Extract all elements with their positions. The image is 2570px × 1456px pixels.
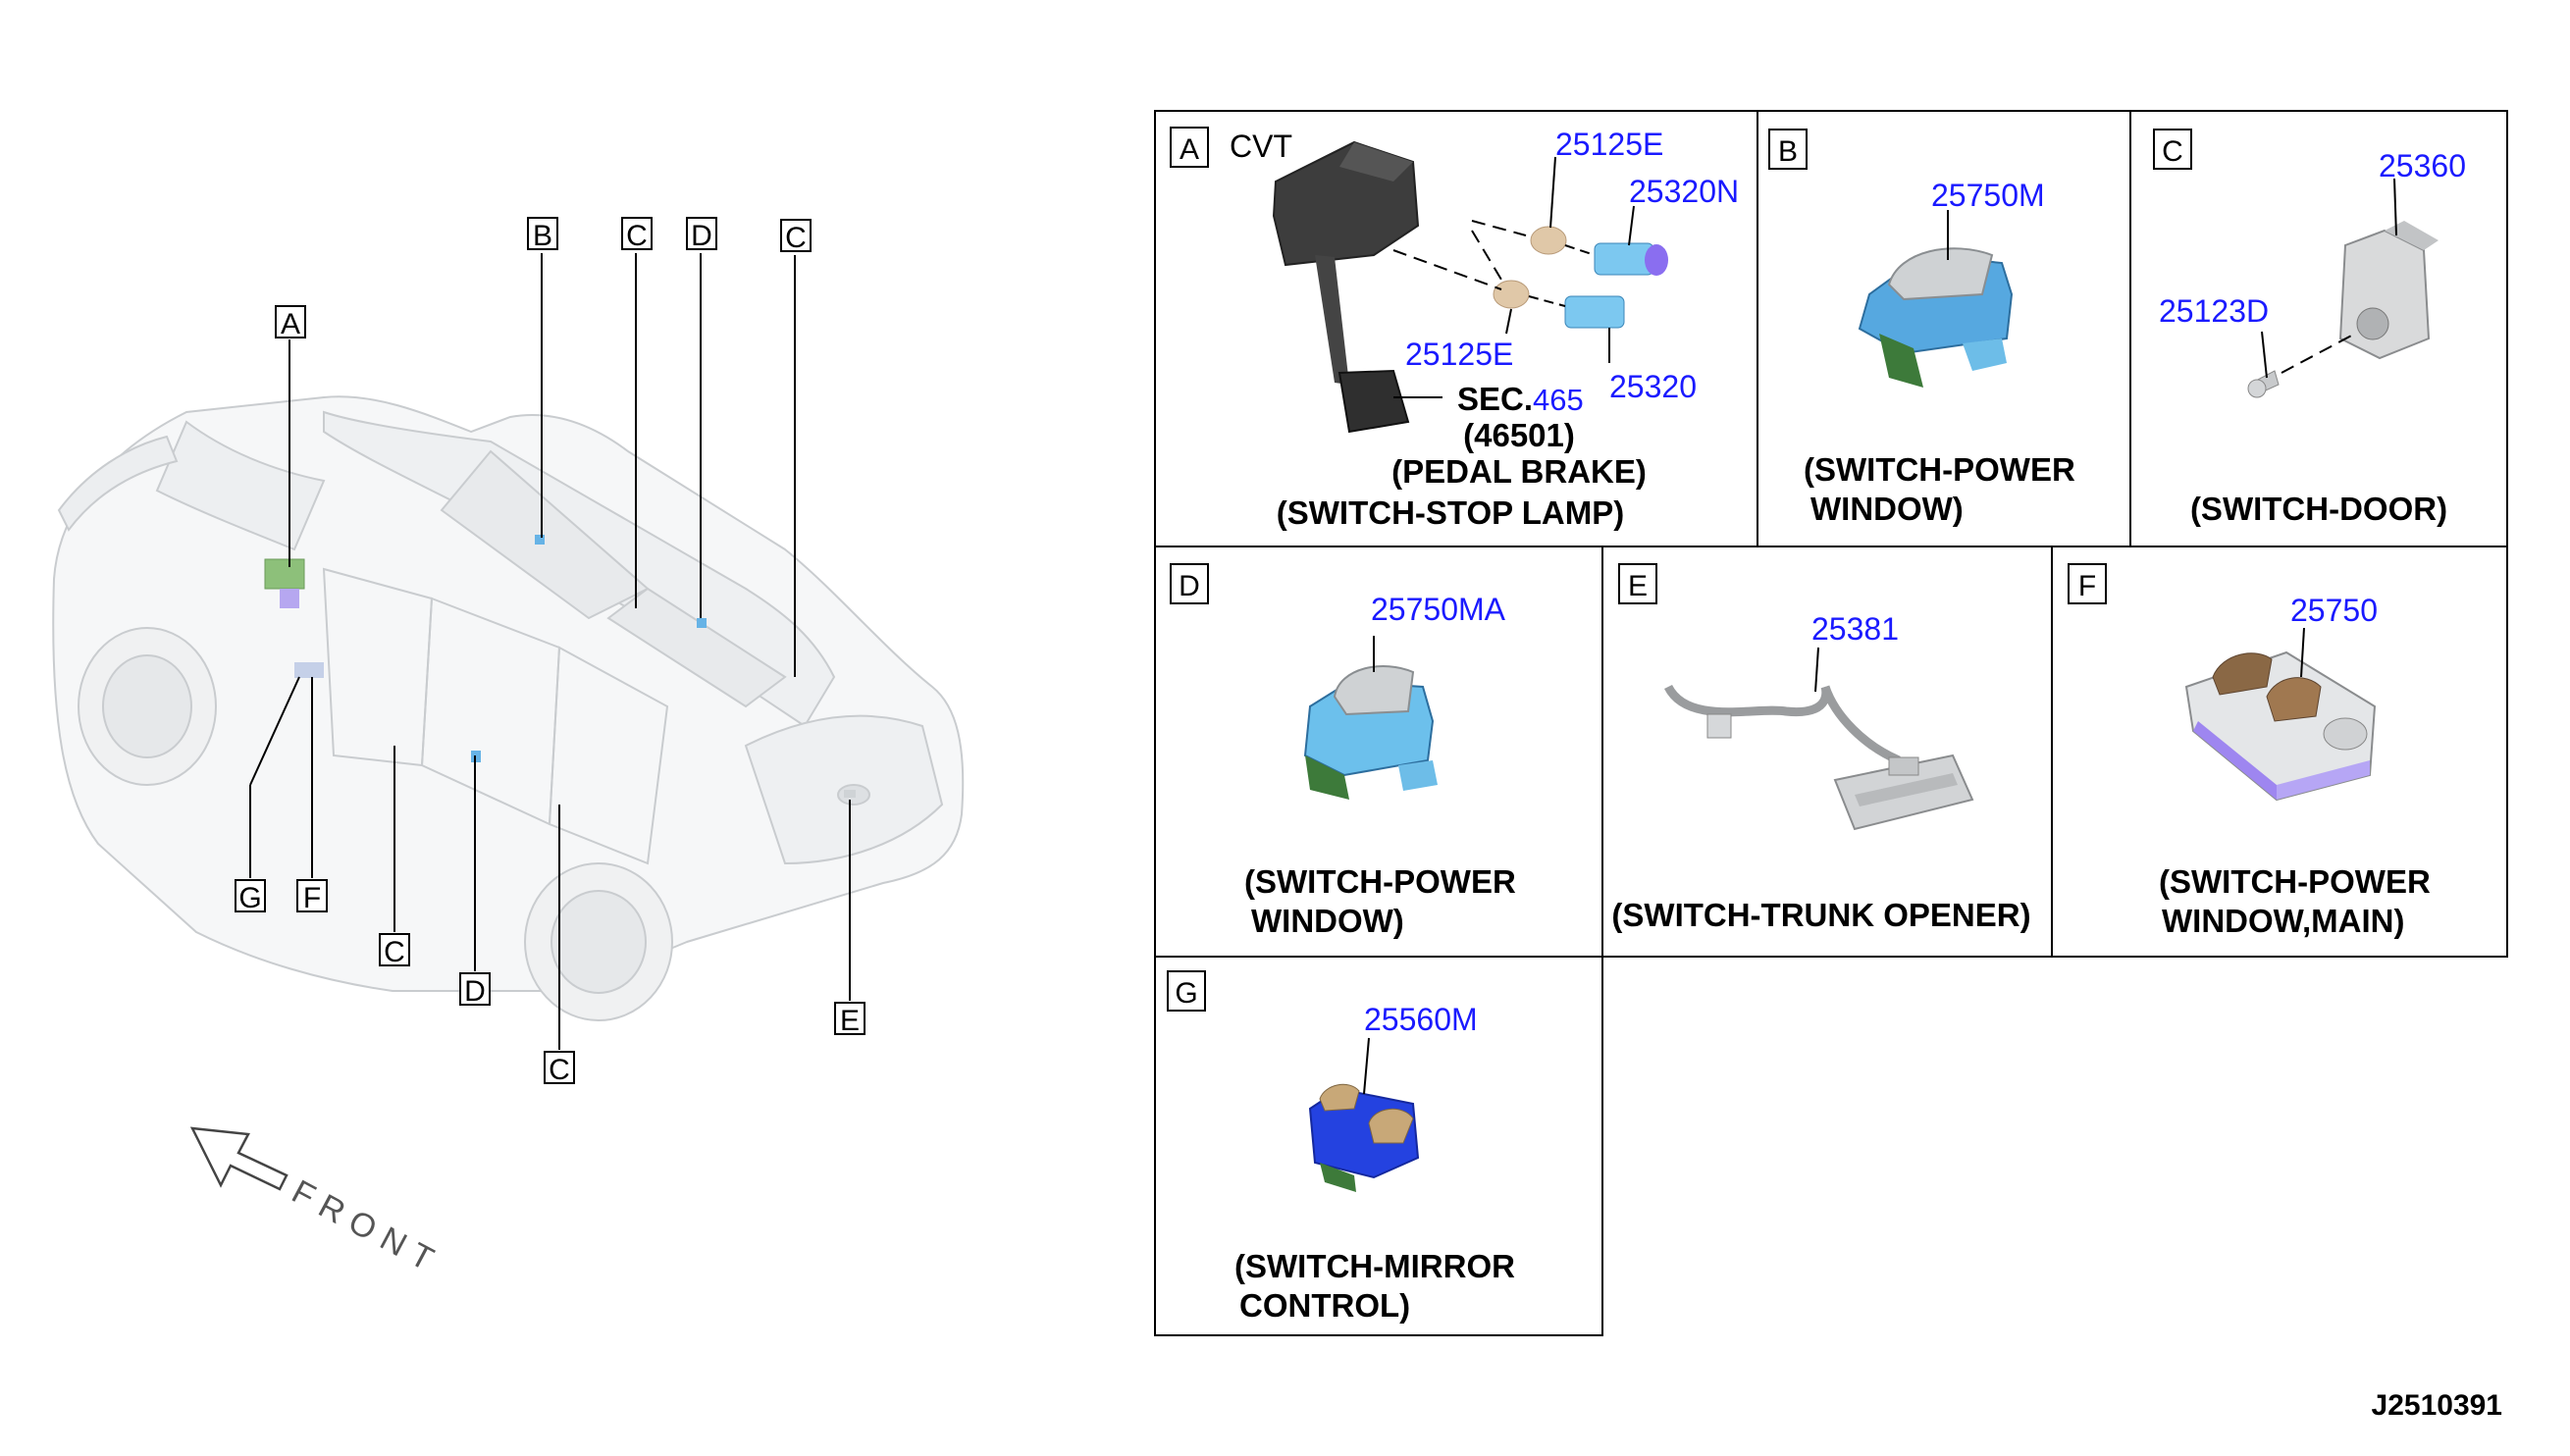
- switch-drawings: [1392, 220, 1668, 329]
- panel-g: G 25560M (SWITCH-MIRROR CONTROL): [1167, 970, 1515, 1324]
- callout-leaders: [249, 253, 851, 1050]
- svg-text:A: A: [281, 308, 300, 340]
- part-25381: 25381: [1811, 611, 1899, 647]
- panel-g-letter: G: [1175, 977, 1197, 1010]
- main-power-window-switch-drawing: [2184, 650, 2377, 802]
- svg-text:C: C: [785, 222, 807, 254]
- sec-465-ref: SEC.465: [1457, 381, 1584, 417]
- svg-text:E: E: [840, 1005, 860, 1037]
- panel-e: E 25381 (SWITCH-TRUNK OPENER): [1611, 563, 2031, 933]
- sec-ref-name: (PEDAL BRAKE): [1391, 453, 1647, 490]
- callout-a: A: [275, 305, 306, 340]
- part-25560m: 25560M: [1364, 1002, 1478, 1037]
- sec-ref-number: (46501): [1463, 417, 1575, 453]
- callout-c: C: [621, 217, 653, 252]
- svg-text:B: B: [533, 220, 552, 252]
- parts-grid: [1154, 110, 2508, 1336]
- callout-e: E: [834, 1002, 865, 1037]
- callout-f: F: [296, 879, 328, 914]
- svg-text:G: G: [238, 882, 261, 914]
- callout-c: C: [780, 219, 812, 254]
- diagram-reference: J2510391: [2372, 1389, 2502, 1422]
- panel-a: A CVT 25125E: [1170, 127, 1739, 531]
- panel-d: D 25750MA (SWITCH-POWER WINDOW): [1170, 563, 1516, 939]
- svg-text:D: D: [691, 220, 712, 252]
- svg-text:F: F: [303, 882, 321, 914]
- panel-d-letter: D: [1179, 570, 1200, 602]
- callout-b: B: [527, 217, 558, 252]
- part-25320: 25320: [1609, 369, 1697, 404]
- trunk-opener-switch-drawing: [1663, 684, 1974, 831]
- svg-text:C: C: [626, 220, 648, 252]
- vehicle-illustration: [52, 395, 965, 1021]
- part-25125e-upper: 25125E: [1555, 127, 1663, 162]
- power-window-switch-drawing: [1303, 665, 1438, 800]
- panel-a-letter: A: [1180, 133, 1199, 166]
- part-25320n: 25320N: [1629, 174, 1739, 209]
- panel-d-caption-line2: WINDOW): [1251, 903, 1404, 939]
- panel-g-caption-line1: (SWITCH-MIRROR: [1234, 1248, 1515, 1284]
- callout-d: D: [459, 972, 491, 1008]
- callout-c: C: [379, 933, 410, 968]
- panel-a-caption: (SWITCH-STOP LAMP): [1277, 494, 1624, 531]
- pedal-bracket-drawing: [1272, 140, 1420, 434]
- panel-b-letter: B: [1778, 135, 1798, 168]
- power-window-switch-drawing: [1858, 247, 2014, 388]
- vehicle-callouts: A B C D C G F C D C E: [235, 217, 865, 1086]
- panel-d-caption-line1: (SWITCH-POWER: [1244, 863, 1516, 900]
- panel-b-caption-line1: (SWITCH-POWER: [1804, 451, 2075, 488]
- callout-g: G: [235, 879, 266, 914]
- panel-b-caption-line2: WINDOW): [1810, 491, 1964, 527]
- mirror-control-switch-drawing: [1308, 1083, 1420, 1192]
- part-25750: 25750: [2290, 593, 2378, 628]
- panel-c: C 25360 25123D (SWITCH-DOOR): [2153, 129, 2466, 527]
- panel-g-caption-line2: CONTROL): [1239, 1287, 1410, 1324]
- panel-e-letter: E: [1628, 570, 1648, 602]
- part-25360: 25360: [2379, 148, 2466, 183]
- door-switch-drawing: [2247, 221, 2439, 398]
- panel-e-caption: (SWITCH-TRUNK OPENER): [1611, 897, 2030, 933]
- panel-f-letter: F: [2078, 570, 2096, 602]
- part-25125e-lower: 25125E: [1405, 337, 1513, 372]
- panel-c-letter: C: [2162, 135, 2183, 168]
- callout-d: D: [686, 217, 717, 252]
- svg-text:D: D: [464, 975, 486, 1008]
- front-label: FRONT: [286, 1173, 447, 1283]
- panel-a-variant: CVT: [1230, 129, 1292, 164]
- panel-f: F 25750 (SWITCH-POWER WINDOW,MAIN): [2068, 563, 2431, 939]
- panel-f-caption-line2: WINDOW,MAIN): [2162, 903, 2404, 939]
- part-25123d: 25123D: [2159, 293, 2269, 329]
- svg-text:C: C: [549, 1054, 570, 1086]
- front-arrow-icon: [189, 1126, 288, 1191]
- part-25750ma: 25750MA: [1371, 592, 1506, 627]
- panel-f-caption-line1: (SWITCH-POWER: [2159, 863, 2431, 900]
- panel-b: B 25750M (SWITCH-POWER WINDOW): [1768, 129, 2075, 527]
- svg-text:C: C: [384, 936, 405, 968]
- callout-c: C: [544, 1051, 575, 1086]
- part-25750m: 25750M: [1931, 178, 2045, 213]
- panel-c-caption: (SWITCH-DOOR): [2190, 491, 2447, 527]
